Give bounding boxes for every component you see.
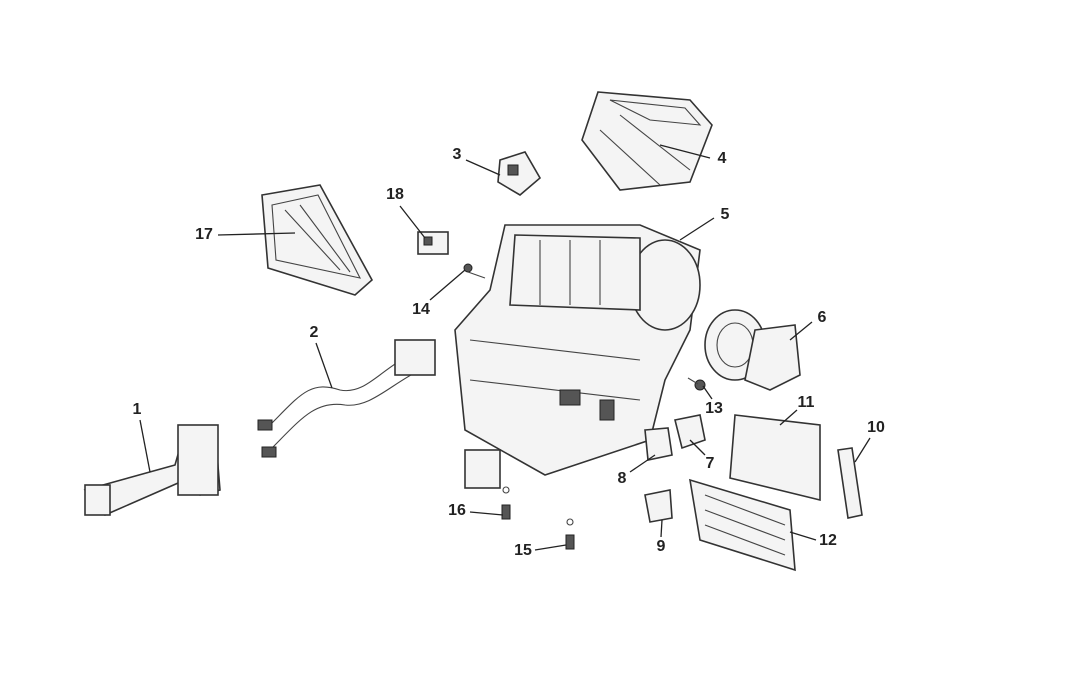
part-hvac-housing-5 (454, 224, 701, 489)
part-actuator-3 (497, 151, 542, 196)
callout-8: 8 (617, 470, 627, 487)
callout-2: 2 (309, 324, 319, 341)
callout-7: 7 (705, 455, 715, 472)
part-cabin-filter-11 (729, 414, 821, 502)
callout-9: 9 (656, 538, 666, 555)
callout-1: 1 (132, 401, 142, 418)
part-seal-10 (837, 447, 863, 519)
part-heater-pipes-2 (257, 339, 436, 458)
callout-16: 16 (448, 502, 466, 519)
part-air-duct-1 (83, 424, 221, 516)
part-blower-motor-6 (704, 309, 801, 391)
callout-18: 18 (386, 186, 404, 203)
part-sensor-18 (417, 231, 449, 255)
part-small-fasteners (463, 263, 706, 550)
callout-11: 11 (797, 394, 815, 411)
leader-lines (139, 144, 871, 551)
callout-4: 4 (717, 150, 727, 167)
part-heater-core (261, 184, 374, 296)
callout-10: 10 (867, 419, 885, 436)
callout-17: 17 (195, 226, 213, 243)
callout-12: 12 (819, 532, 837, 549)
callout-5: 5 (720, 206, 730, 223)
callout-6: 6 (817, 309, 827, 326)
callout-3: 3 (452, 146, 462, 163)
part-grille-12 (688, 478, 796, 572)
callout-13: 13 (705, 400, 723, 417)
callout-14: 14 (412, 301, 430, 318)
part-actuators-7-8-9 (644, 414, 706, 523)
part-air-inlet-4 (581, 91, 713, 191)
callout-15: 15 (514, 542, 532, 559)
